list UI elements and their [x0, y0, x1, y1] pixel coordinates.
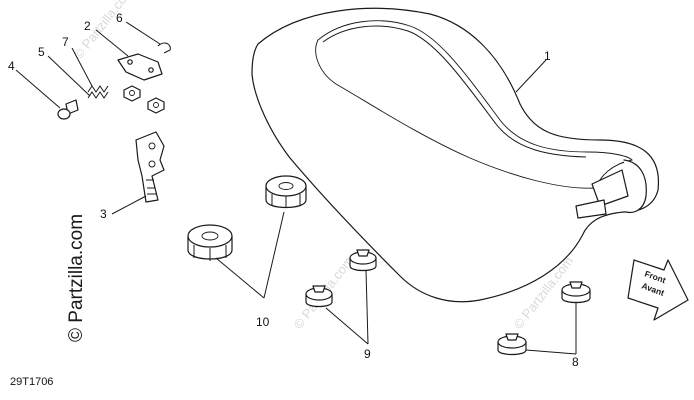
callout-8: 8	[572, 355, 579, 369]
leader-line-3	[111, 195, 147, 215]
leader-line-5	[47, 55, 91, 97]
bumper-tip	[356, 249, 370, 257]
nut-hole	[153, 102, 159, 108]
seat-top-panel-inner	[322, 25, 587, 158]
leader-line-6	[125, 21, 161, 45]
knob-head	[57, 108, 71, 120]
bumper-part	[561, 281, 591, 304]
knob-part	[57, 99, 79, 120]
callout-5: 5	[38, 45, 45, 59]
arrow-shape	[627, 259, 689, 321]
bumper-part	[497, 333, 527, 356]
lever-shape	[135, 131, 165, 203]
lever-hole	[148, 142, 156, 150]
bumper-part	[349, 249, 377, 272]
callout-10: 10	[256, 315, 270, 329]
spring-coil	[87, 85, 109, 99]
callout-6: 6	[116, 11, 123, 25]
leader-line-9	[325, 269, 369, 345]
grommet-center	[201, 231, 219, 241]
clip-part	[157, 42, 171, 54]
callout-2: 2	[84, 19, 91, 33]
callout-1: 1	[544, 49, 551, 63]
callout-7: 7	[62, 35, 69, 49]
nut-hole	[129, 90, 135, 96]
watermark-side: © Partzilla.com	[66, 214, 87, 342]
nuts-part	[123, 85, 165, 114]
seat-latch-tab	[575, 199, 607, 219]
callout-9: 9	[364, 347, 371, 361]
latch-plate-hole	[148, 67, 154, 73]
lever-hole	[148, 160, 156, 168]
leader-line-10	[215, 211, 285, 299]
watermark-faint: © Partzilla.com	[71, 0, 137, 62]
bumper-tip	[312, 285, 326, 293]
figure-code: 29T1706	[10, 376, 54, 388]
seat-side-flap	[623, 159, 647, 214]
callout-3: 3	[100, 207, 107, 221]
latch-plate-shape	[117, 53, 163, 81]
seat-part	[251, 7, 660, 303]
lever-grip	[146, 179, 156, 195]
leader-line-2	[95, 29, 129, 57]
latch-plate-hole	[127, 59, 133, 65]
bumper-tip	[505, 333, 519, 341]
callout-4: 4	[8, 59, 15, 73]
grommet-center	[278, 182, 294, 190]
leader-line-1	[515, 59, 547, 93]
lever-part	[135, 131, 165, 203]
grommet-slots	[271, 194, 301, 208]
front-direction-arrow: Front Avant	[627, 259, 689, 321]
leader-line-7	[71, 47, 93, 87]
leader-line-8	[525, 302, 577, 355]
bumper-part	[305, 285, 333, 308]
callout-labels: 1 2 3 4 5 6 7 8 9 10	[8, 11, 579, 369]
seat-latch-bracket	[591, 169, 629, 207]
bumper-tip	[569, 281, 583, 289]
grommet-slots	[193, 245, 227, 261]
latch-plate-part	[117, 53, 163, 81]
grommet-part	[265, 175, 307, 209]
leader-line-4	[15, 69, 61, 109]
leader-lines	[15, 21, 577, 355]
seat-top-panel	[315, 20, 633, 189]
grommet-part	[187, 224, 233, 261]
spring-part	[87, 85, 109, 99]
